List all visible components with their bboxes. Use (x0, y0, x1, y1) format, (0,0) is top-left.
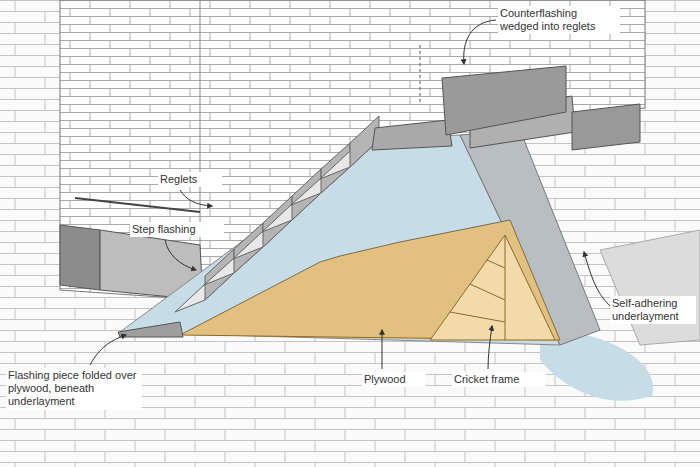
part-label: Reglets (158, 172, 222, 187)
part-label: Counterflashing wedged into reglets (498, 6, 620, 34)
cricket-frame (430, 235, 555, 340)
step-flashing (175, 116, 379, 312)
part-label: Cricket frame (452, 372, 546, 387)
part-label: Self-adhering underlayment (610, 296, 696, 324)
part-label: Flashing piece folded over plywood, bene… (6, 368, 142, 410)
part-label: Plywood (362, 372, 426, 387)
insertion-guide (420, 45, 421, 105)
part-label: Step flashing (130, 222, 224, 237)
counterflashing (372, 66, 640, 150)
shingle-patch (600, 230, 700, 345)
base-flashing (60, 225, 100, 290)
reglet-line (75, 198, 200, 212)
folded-flashing (118, 322, 183, 337)
cricket-rafters (450, 235, 505, 340)
plywood-sheathing (180, 220, 560, 340)
leader-lines (90, 20, 610, 369)
